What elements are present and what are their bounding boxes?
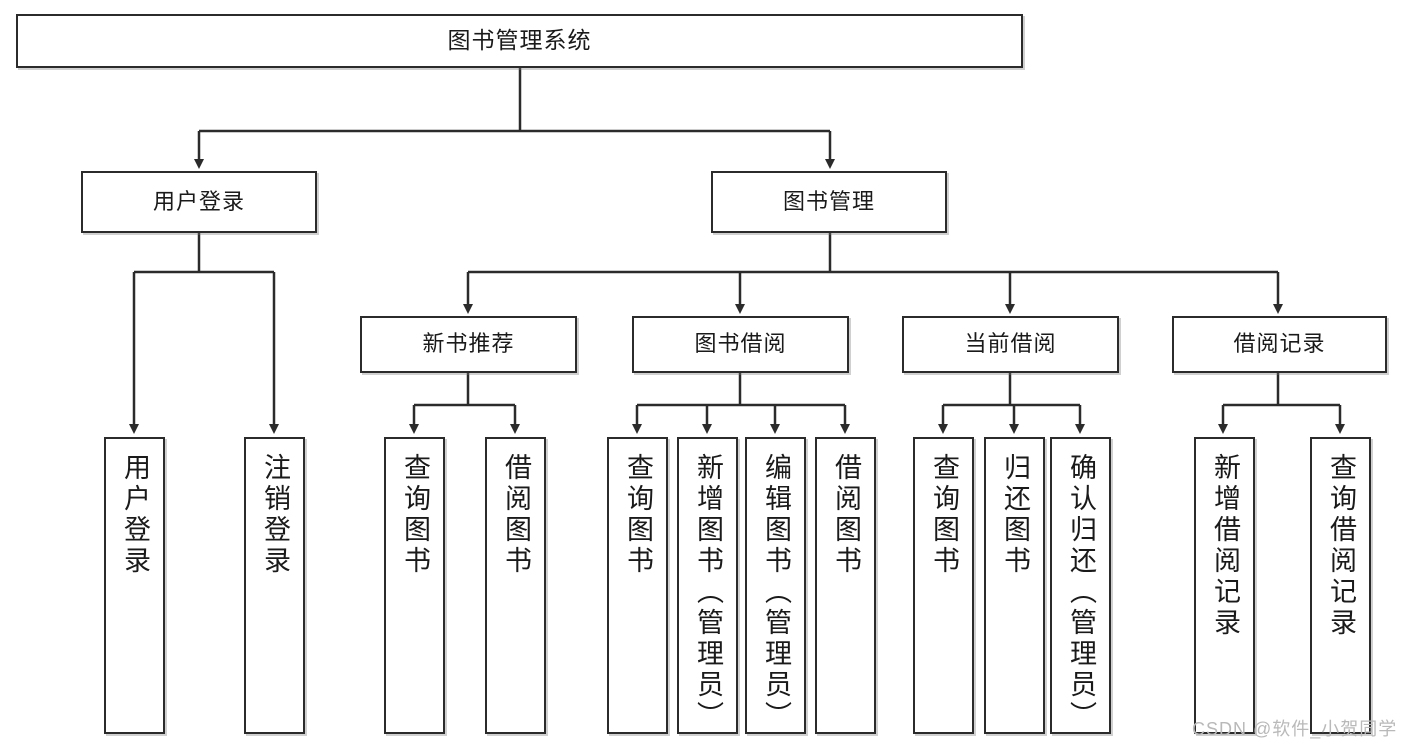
- leaf-borrow-query-book[interactable]: 查询图书: [607, 437, 668, 734]
- csdn-watermark: CSDN @软件_小贺同学: [1192, 719, 1398, 739]
- node-label: 归还图书: [1000, 453, 1030, 577]
- leaf-current-confirm-return-admin[interactable]: 确认归还（管理员）: [1050, 437, 1111, 734]
- leaf-record-query-record[interactable]: 查询借阅记录: [1310, 437, 1371, 734]
- node-label: 查询借阅记录: [1326, 453, 1356, 639]
- node-borrow-record[interactable]: 借阅记录: [1172, 316, 1387, 373]
- node-label: 图书管理系统: [447, 27, 592, 54]
- node-user-login[interactable]: 用户登录: [81, 171, 317, 233]
- leaf-recommend-query-book[interactable]: 查询图书: [384, 437, 445, 734]
- node-book-management[interactable]: 图书管理: [711, 171, 947, 233]
- leaf-user-login-login[interactable]: 用户登录: [104, 437, 165, 734]
- node-label: 用户登录: [152, 188, 245, 214]
- node-label: 借阅图书: [831, 453, 861, 577]
- node-label: 用户登录: [120, 453, 150, 577]
- leaf-borrow-add-book-admin[interactable]: 新增图书（管理员）: [677, 437, 738, 734]
- leaf-recommend-borrow-book[interactable]: 借阅图书: [485, 437, 546, 734]
- node-label: 图书借阅: [694, 331, 787, 357]
- node-label: 确认归还（管理员）: [1066, 453, 1096, 732]
- node-label: 借阅记录: [1233, 331, 1326, 357]
- leaf-record-add-record[interactable]: 新增借阅记录: [1194, 437, 1255, 734]
- node-label: 查询图书: [623, 453, 653, 577]
- node-label: 新增图书（管理员）: [693, 453, 723, 732]
- node-label: 注销登录: [260, 453, 290, 577]
- node-label: 图书管理: [782, 188, 875, 214]
- node-label: 当前借阅: [964, 331, 1057, 357]
- node-label: 新增借阅记录: [1210, 453, 1240, 639]
- leaf-borrow-borrow-book[interactable]: 借阅图书: [815, 437, 876, 734]
- node-label: 查询图书: [400, 453, 430, 577]
- node-label: 查询图书: [929, 453, 959, 577]
- leaf-current-query-book[interactable]: 查询图书: [913, 437, 974, 734]
- node-new-book-recommend[interactable]: 新书推荐: [360, 316, 577, 373]
- node-label: 新书推荐: [422, 331, 515, 357]
- node-book-borrow[interactable]: 图书借阅: [632, 316, 849, 373]
- leaf-borrow-edit-book-admin[interactable]: 编辑图书（管理员）: [745, 437, 806, 734]
- leaf-current-return-book[interactable]: 归还图书: [984, 437, 1045, 734]
- node-current-borrow[interactable]: 当前借阅: [902, 316, 1119, 373]
- leaf-user-login-logout[interactable]: 注销登录: [244, 437, 305, 734]
- node-label: 借阅图书: [501, 453, 531, 577]
- node-root-system[interactable]: 图书管理系统: [16, 14, 1023, 68]
- node-label: 编辑图书（管理员）: [761, 453, 791, 732]
